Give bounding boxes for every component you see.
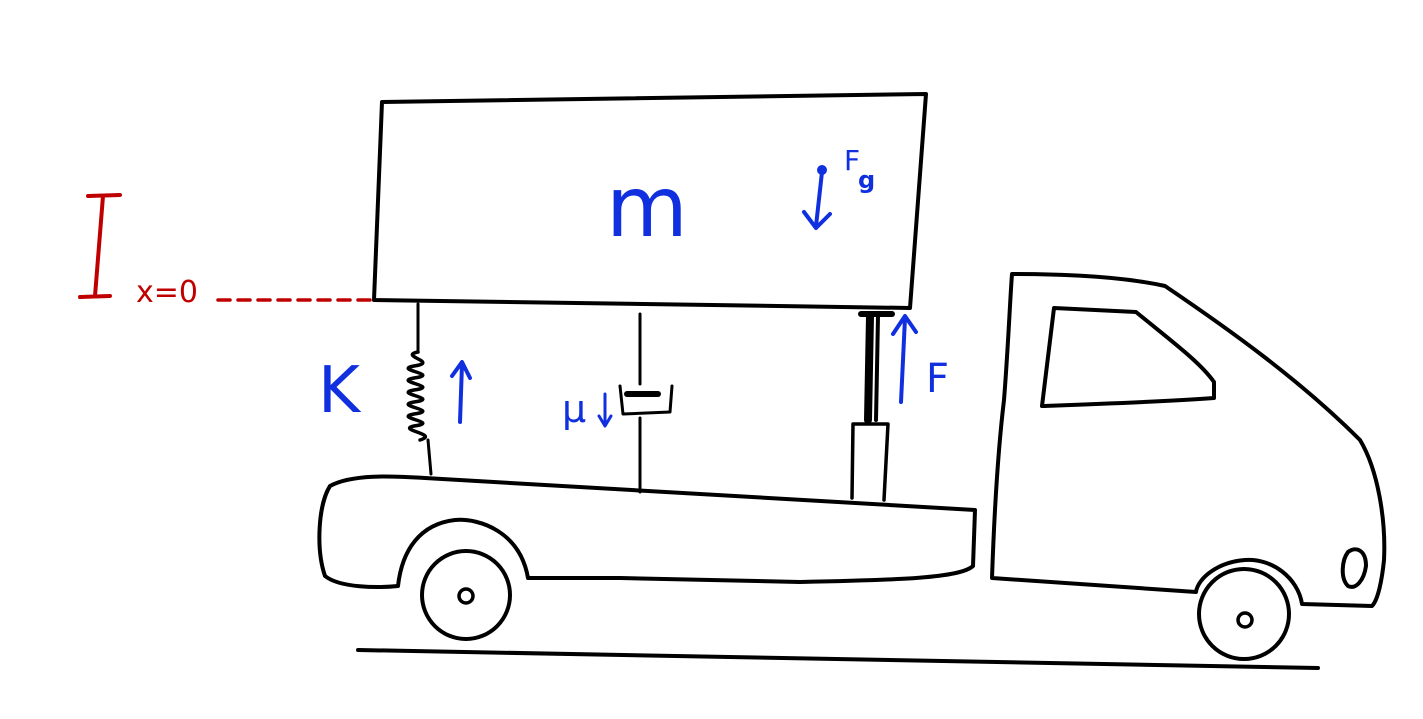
actuator (850, 311, 895, 502)
damping-label: μ (562, 387, 586, 431)
front-wheel (1197, 567, 1291, 661)
rear-hub (457, 587, 475, 605)
truck-bed (317, 474, 977, 589)
headlight (1340, 547, 1368, 589)
spring (406, 302, 433, 476)
spring-force-arrow-icon (450, 360, 472, 424)
gravity-force: F g (802, 144, 875, 230)
actuator-force-label: F (926, 356, 949, 402)
mass-block (372, 92, 928, 310)
actuator-force-arrow-icon (891, 314, 918, 404)
gravity-subscript: g (858, 166, 875, 194)
gravity-point-icon (817, 165, 827, 175)
ground-line (356, 648, 1320, 670)
cab-window (1040, 306, 1216, 408)
truck-cab (990, 272, 1387, 608)
origin-marker: x=0 (78, 193, 374, 310)
spring-constant-label: K (318, 354, 362, 428)
gravity-arrow-icon (802, 170, 832, 230)
damping-arrow-icon (597, 392, 613, 428)
damper (618, 312, 674, 494)
origin-span-icon (78, 193, 122, 299)
truck (317, 272, 1387, 661)
rear-wheel (420, 549, 512, 641)
front-hub (1236, 611, 1254, 629)
gravity-force-label: F (844, 144, 860, 177)
origin-label: x=0 (136, 275, 198, 310)
mass-label: m (606, 158, 688, 256)
